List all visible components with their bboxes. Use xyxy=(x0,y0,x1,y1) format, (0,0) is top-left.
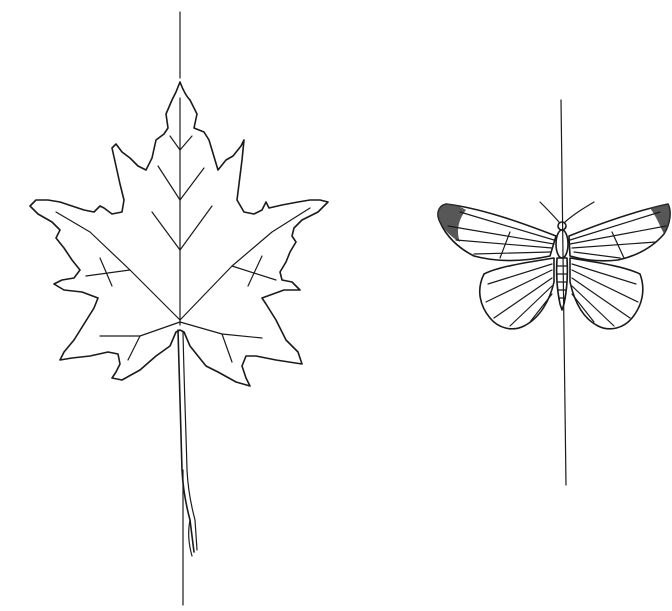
butterfly-vein xyxy=(572,294,594,322)
butterfly-icon xyxy=(438,100,670,485)
leaf-vein xyxy=(100,322,180,336)
butterfly-vein xyxy=(474,252,550,254)
leaf-vein xyxy=(100,258,112,286)
butterfly-thorax xyxy=(556,230,568,258)
butterfly-forewing-left-tip xyxy=(438,204,466,242)
leaf-vein xyxy=(232,266,276,280)
leaf-vein xyxy=(222,334,232,362)
leaf-vein xyxy=(180,206,212,250)
leaf-vein xyxy=(180,136,192,150)
butterfly-vein xyxy=(572,242,656,248)
leaf-vein xyxy=(170,136,180,150)
leaf-vein xyxy=(158,166,180,200)
butterfly-vein xyxy=(530,294,552,322)
leaf-vein xyxy=(56,212,180,320)
leaf-vein xyxy=(180,322,262,338)
butterfly-hindwing-left xyxy=(480,258,554,329)
butterfly-antenna-right xyxy=(565,202,594,222)
butterfly-antenna-left xyxy=(540,202,559,222)
leaf-vein xyxy=(180,168,204,200)
maple-leaf-icon xyxy=(30,12,328,605)
leaf-vein xyxy=(152,212,180,250)
leaf-vein xyxy=(180,208,310,320)
leaf-vein xyxy=(248,256,262,286)
leaf-vein xyxy=(86,270,130,276)
leaf-vein xyxy=(128,336,140,360)
butterfly-vein xyxy=(574,252,620,258)
